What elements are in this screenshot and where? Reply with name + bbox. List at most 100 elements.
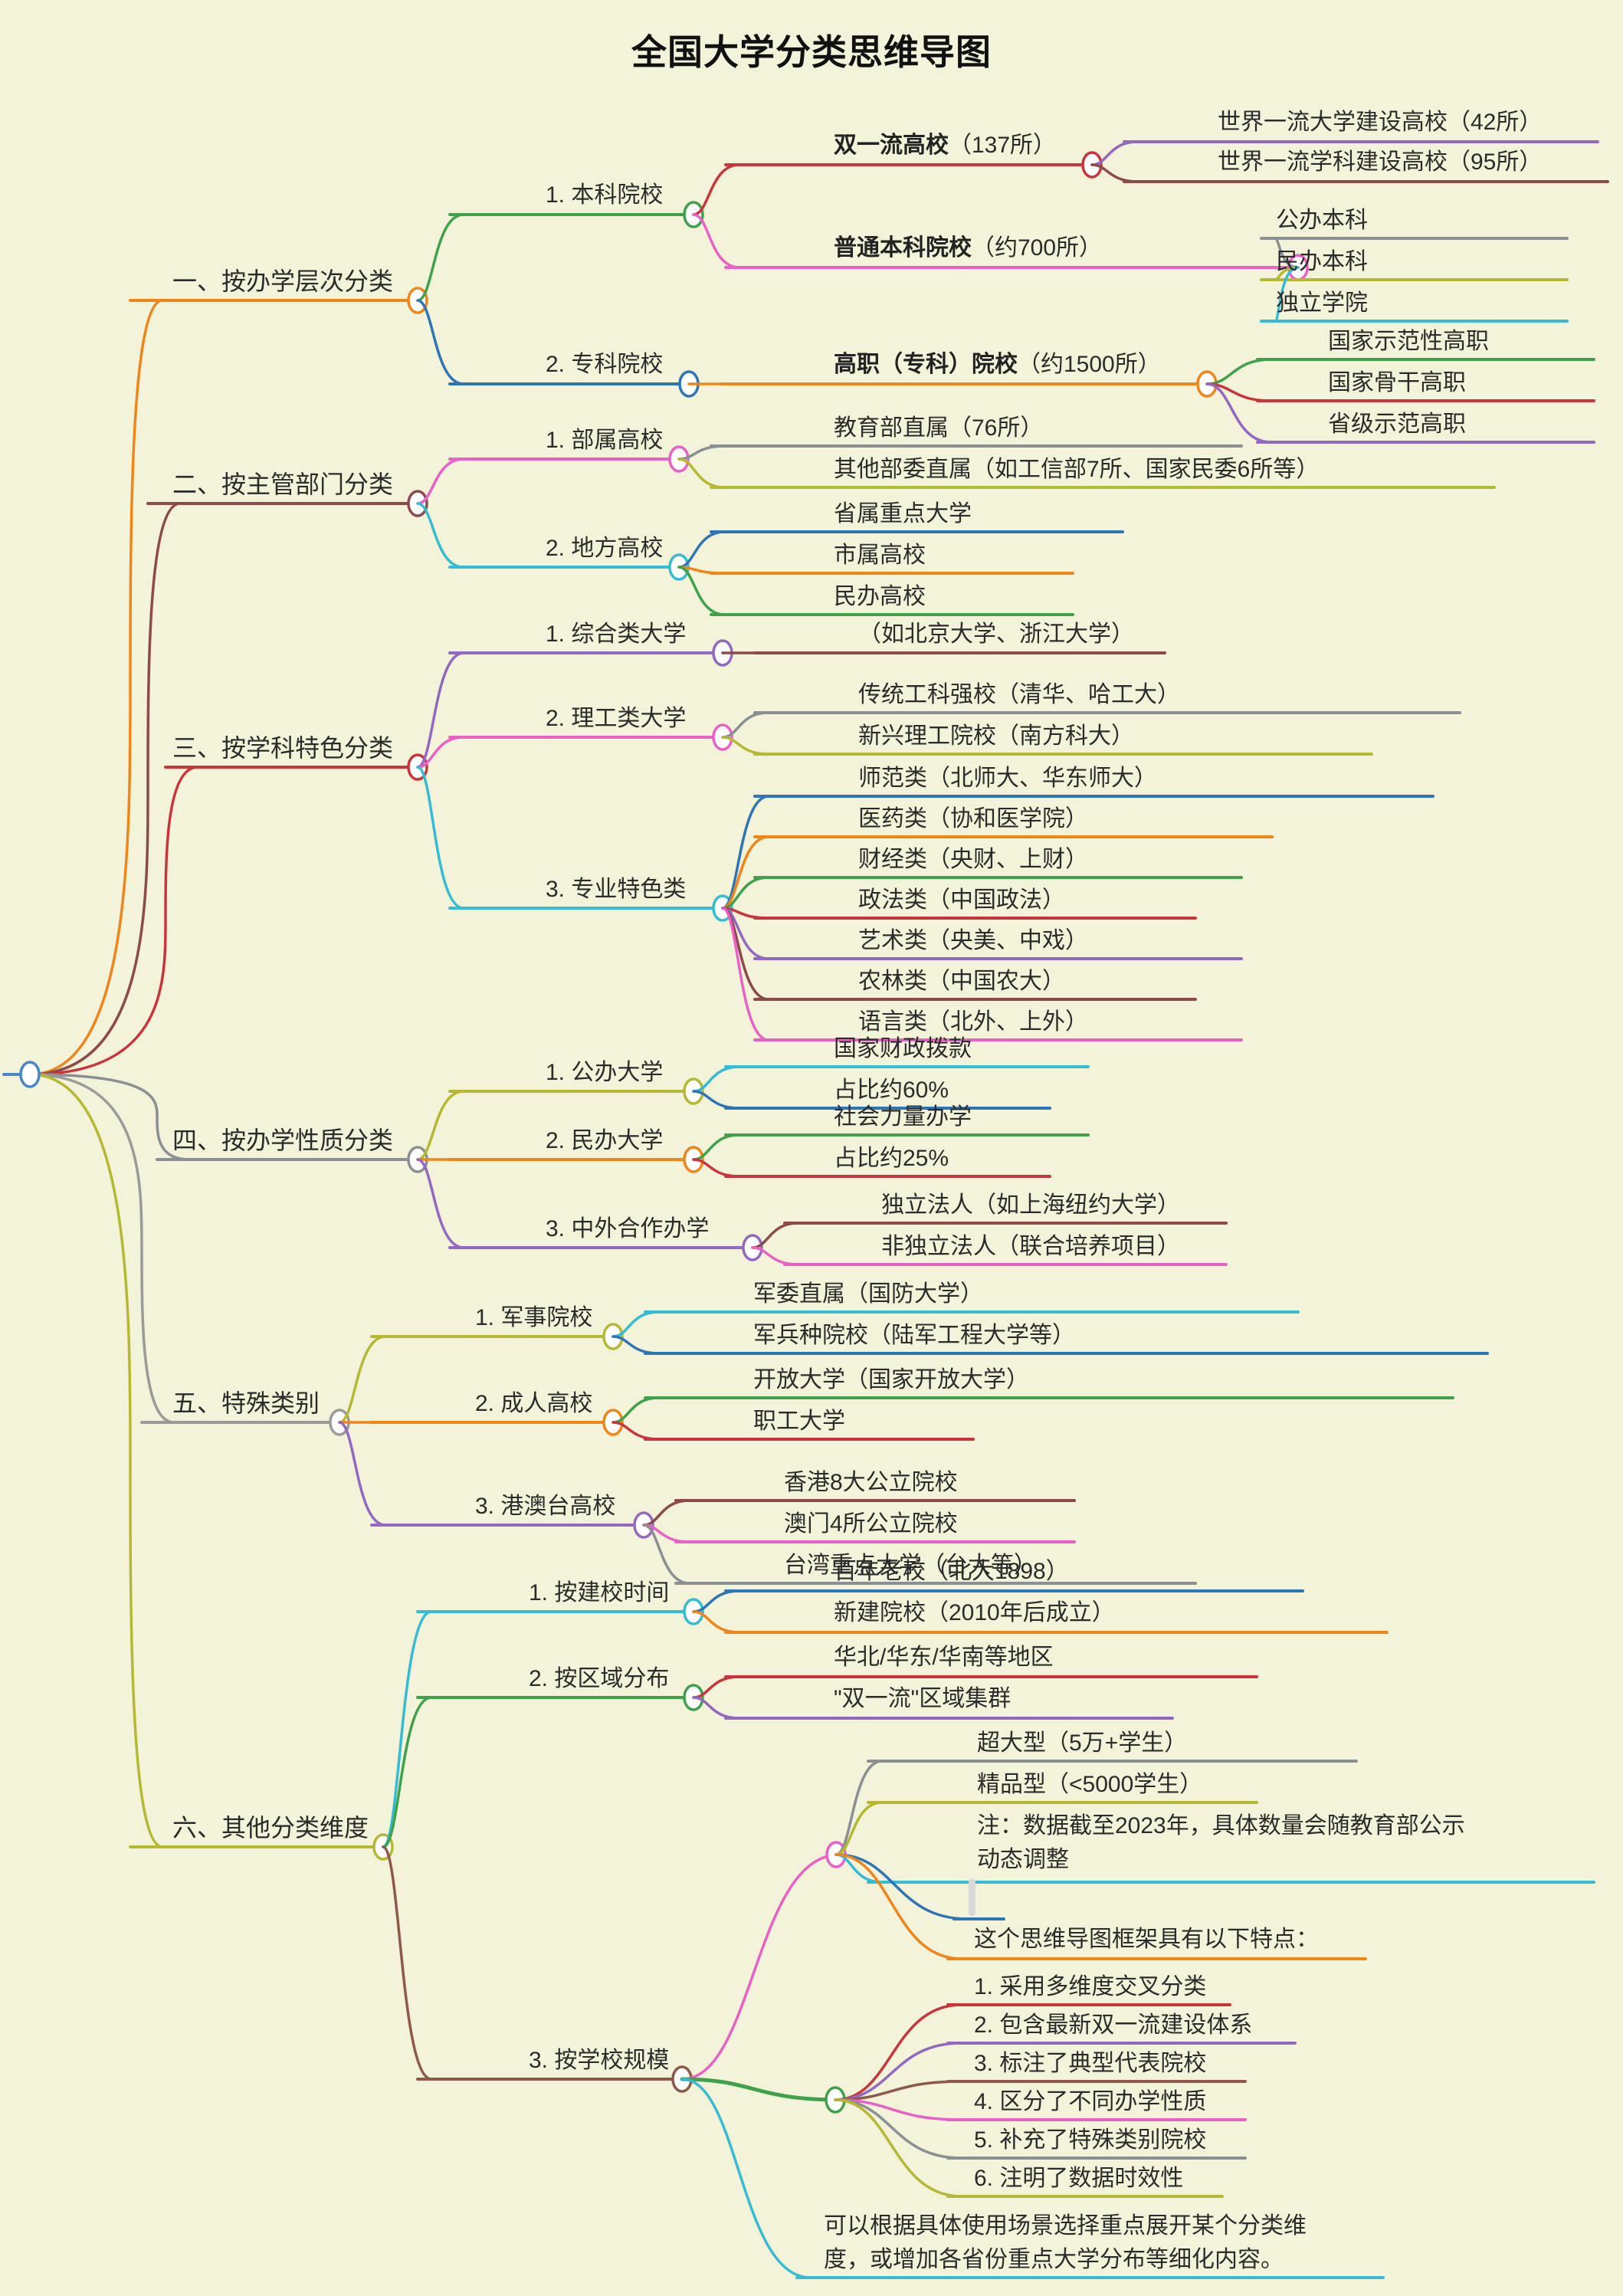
shuju-note-label-line2[interactable]: 动态调整 [977, 1847, 1069, 1873]
minban-benke-label[interactable]: 民办本科 [1276, 249, 1368, 275]
shengji-shifan-gaozhi-label[interactable]: 省级示范高职 [1328, 412, 1466, 438]
aomen-gongli-label[interactable]: 澳门4所公立院校 [784, 1511, 958, 1537]
bushu-gaoxiao-label[interactable]: 1. 部属高校 [546, 428, 664, 454]
nonglin-lei-label[interactable]: 农林类（中国农大） [858, 969, 1065, 995]
ligong-daxue-label[interactable]: 2. 理工类大学 [546, 706, 687, 732]
minban-gaoxiao-connector [677, 566, 726, 616]
guojia-gugan-gaozhi-label[interactable]: 国家骨干高职 [1328, 370, 1466, 396]
guojia-shifanxing-gaozhi-label[interactable]: 国家示范性高职 [1328, 329, 1489, 355]
section-banxue-cengci-connector [28, 299, 164, 1076]
xianggang-gongli-label[interactable]: 香港8大公立院校 [784, 1470, 958, 1496]
taiwan-zhongdian-connector [642, 1524, 691, 1585]
jingpinxing-label[interactable]: 精品型（<5000学生） [977, 1772, 1203, 1798]
taiwan-zhongdian-label[interactable]: 台湾重点大学（台大等） [784, 1553, 1037, 1579]
yishu-lei-label[interactable]: 艺术类（央美、中戏） [858, 928, 1088, 954]
benke-yuanxiao-label[interactable]: 1. 本科院校 [546, 182, 664, 208]
minban-daxue-label[interactable]: 2. 民办大学 [546, 1128, 664, 1154]
an-quyu-fenbu-label[interactable]: 2. 按区域分布 [529, 1666, 670, 1692]
tedian-intro-label[interactable]: 这个思维导图框架具有以下特点： [974, 1927, 1319, 1953]
yiyao-lei-label[interactable]: 医药类（协和医学院） [858, 806, 1088, 832]
shishu-gaoxiao-label[interactable]: 市属高校 [834, 543, 926, 569]
zonghe-example-label[interactable]: （如北京大学、浙江大学） [858, 622, 1134, 648]
zonghe-daxue-connector [416, 651, 465, 769]
section-xueke-tese-label[interactable]: 三、按学科特色分类 [172, 733, 394, 762]
huabei-huadong-label[interactable]: 华北/华东/华南等地区 [834, 1645, 1054, 1671]
xinjian-yuanxiao-label[interactable]: 新建院校（2010年后成立） [834, 1600, 1115, 1626]
shijie-yiliu-xueke-label[interactable]: 世界一流学科建设高校（95所） [1218, 149, 1543, 175]
zhigong-daxue-label[interactable]: 职工大学 [753, 1409, 845, 1435]
section-banxue-cengci-label[interactable]: 一、按办学层次分类 [172, 267, 394, 295]
shuangyiliu-label[interactable]: 双一流高校（137所） [834, 133, 1057, 159]
junbingzhong-yuanxiao-label[interactable]: 军兵种院校（陆军工程大学等） [753, 1323, 1075, 1349]
chengren-gaoxiao-label[interactable]: 2. 成人高校 [475, 1391, 593, 1417]
an-jianxiao-shijian-connector [382, 1610, 433, 1848]
an-xuexiao-guimo-label[interactable]: 3. 按学校规模 [529, 2048, 670, 2074]
difang-gaoxiao-label[interactable]: 2. 地方高校 [546, 536, 664, 562]
xinxing-ligong-label[interactable]: 新兴理工院校（南方科大） [858, 723, 1134, 749]
difang-gaoxiao-connector [416, 502, 465, 569]
gongban-benke-label[interactable]: 公办本科 [1276, 208, 1368, 234]
zhongwai-hezuo-connector [416, 1158, 465, 1249]
guojia-caizheng-label[interactable]: 国家财政拨款 [834, 1036, 972, 1062]
chuantong-gongke-label[interactable]: 传统工科强校（清华、哈工大） [858, 682, 1180, 708]
zhuanye-tese-connector [416, 766, 465, 910]
section-banxue-xingzhi-label[interactable]: 四、按办学性质分类 [172, 1126, 394, 1154]
shuangyiliu-jiqun-label[interactable]: "双一流"区域集群 [834, 1686, 1012, 1712]
feature-2-label[interactable]: 2. 包含最新双一流建设体系 [974, 2012, 1253, 2039]
zhengfa-lei-label[interactable]: 政法类（中国政法） [858, 887, 1065, 913]
putong-benke-connector [692, 213, 741, 269]
zhanbi-60-label[interactable]: 占比约60% [834, 1077, 949, 1104]
shijie-yiliu-daxue-label[interactable]: 世界一流大学建设高校（42所） [1218, 110, 1543, 136]
zhanbi-25-label[interactable]: 占比约25% [834, 1146, 949, 1172]
feature-2-connector [834, 2042, 963, 2101]
bainian-laoxiao-label[interactable]: 百年老校（北大1898） [834, 1559, 1069, 1585]
feature-3-label[interactable]: 3. 标注了典型代表院校 [974, 2051, 1207, 2077]
zonghe-daxue-label[interactable]: 1. 综合类大学 [546, 622, 687, 648]
qita-buwei-zhishu-label[interactable]: 其他部委直属（如工信部7所、国家民委6所等） [834, 457, 1320, 483]
zhongwai-hezuo-label[interactable]: 3. 中外合作办学 [546, 1216, 710, 1242]
shuju-note-label[interactable]: 注：数据截至2023年，具体数量会随教育部公示 [977, 1813, 1465, 1839]
gongban-daxue-label[interactable]: 1. 公办大学 [546, 1060, 664, 1086]
gongban-daxue-connector [416, 1090, 465, 1161]
jiaoyubu-zhishu-label[interactable]: 教育部直属（76所） [834, 415, 1044, 441]
caijing-lei-label[interactable]: 财经类（央财、上财） [858, 847, 1088, 873]
kaifang-daxue-label[interactable]: 开放大学（国家开放大学） [753, 1367, 1029, 1393]
zhuanke-yuanxiao-connector [416, 299, 465, 385]
shehui-liliang-label[interactable]: 社会力量办学 [834, 1104, 972, 1130]
an-jianxiao-shijian-label[interactable]: 1. 按建校时间 [529, 1580, 670, 1606]
fei-duli-faren-label[interactable]: 非独立法人（联合培养项目） [881, 1234, 1180, 1260]
zhuanke-yuanxiao-label[interactable]: 2. 专科院校 [546, 352, 664, 378]
feature-4-label[interactable]: 4. 区分了不同办学性质 [974, 2089, 1207, 2115]
root-node[interactable] [19, 1061, 41, 1088]
footer-note-label[interactable]: 可以根据具体使用场景选择重点展开某个分类维 [824, 2213, 1307, 2239]
minban-gaoxiao-label[interactable]: 民办高校 [834, 584, 926, 610]
yuyan-lei-label[interactable]: 语言类（北外、上外） [858, 1009, 1088, 1035]
an-xuexiao-guimo-connector [382, 1845, 433, 2081]
feature-4-connector [834, 2098, 963, 2121]
feature-6-label[interactable]: 6. 注明了数据时效性 [974, 2166, 1184, 2192]
zhuanye-tese-label[interactable]: 3. 专业特色类 [546, 877, 687, 903]
yuyan-lei-connector [721, 907, 770, 1041]
feature-1-label[interactable]: 1. 采用多维度交叉分类 [974, 1974, 1207, 2000]
chaodaxing-label[interactable]: 超大型（5万+学生） [977, 1730, 1188, 1756]
feature-6-connector [834, 2098, 963, 2198]
duli-xueyuan-label[interactable]: 独立学院 [1276, 290, 1368, 317]
duli-faren-label[interactable]: 独立法人（如上海纽约大学） [881, 1192, 1180, 1219]
junshi-yuanxiao-connector [338, 1335, 387, 1424]
footer-note-label-line2[interactable]: 度，或增加各省份重点大学分布等细化内容。 [824, 2247, 1284, 2273]
junshi-yuanxiao-label[interactable]: 1. 军事院校 [475, 1305, 593, 1331]
putong-benke-label[interactable]: 普通本科院校（约700所） [834, 235, 1103, 261]
section-qita-weidu-label[interactable]: 六、其他分类维度 [172, 1813, 369, 1842]
chaodaxing-connector [834, 1760, 884, 1856]
shifan-lei-label[interactable]: 师范类（北师大、华东师大） [858, 766, 1157, 792]
jingpinxing-connector [834, 1801, 884, 1856]
feature-5-label[interactable]: 5. 补充了特殊类别院校 [974, 2127, 1207, 2153]
section-zhuguan-bumen-connector [28, 502, 182, 1076]
gaozhi-zhuanke-label[interactable]: 高职（专科）院校（约1500所） [834, 352, 1161, 378]
section-zhuguan-bumen-label[interactable]: 二、按主管部门分类 [172, 470, 394, 498]
junwei-zhishu-label[interactable]: 军委直属（国防大学） [753, 1281, 983, 1307]
section-teshu-leibie-label[interactable]: 五、特殊类别 [172, 1389, 320, 1417]
shuangyiliu-connector [692, 163, 741, 216]
gangaotai-gaoxiao-label[interactable]: 3. 港澳台高校 [475, 1494, 616, 1520]
shengshu-zhongdian-label[interactable]: 省属重点大学 [834, 501, 972, 527]
